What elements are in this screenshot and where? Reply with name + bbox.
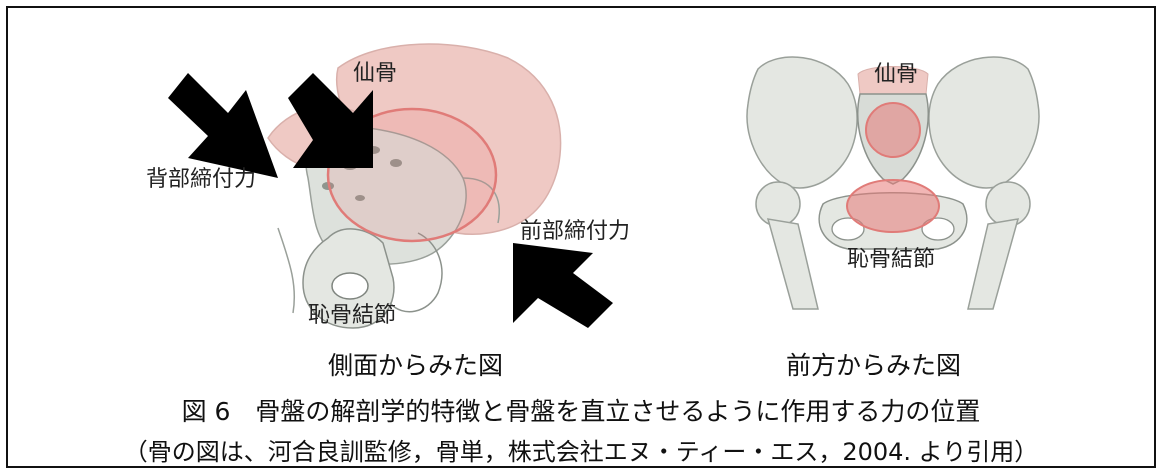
label-sacrum-left: 仙骨	[353, 55, 397, 87]
source-note: （骨の図は、河合良訓監修，骨単，株式会社エヌ・ティー・エス，2004. より引用…	[8, 432, 1154, 467]
label-front-force: 前部締付力	[520, 213, 630, 245]
caption-frontal: 前方からみた図	[786, 346, 961, 382]
figure-frame: 仙骨 背部締付力 前部締付力 恥骨結節 仙骨 恥骨結節 側面からみた図 前方から…	[6, 6, 1156, 468]
label-sacrum-right: 仙骨	[874, 56, 918, 88]
label-back-force: 背部締付力	[146, 161, 256, 193]
label-symphysis-right: 恥骨結節	[847, 241, 935, 273]
caption-lateral: 側面からみた図	[328, 346, 503, 382]
figure-caption: 図 6 骨盤の解剖学的特徴と骨盤を直立させるように作用する力の位置	[8, 392, 1154, 428]
label-symphysis-left: 恥骨結節	[308, 297, 396, 329]
